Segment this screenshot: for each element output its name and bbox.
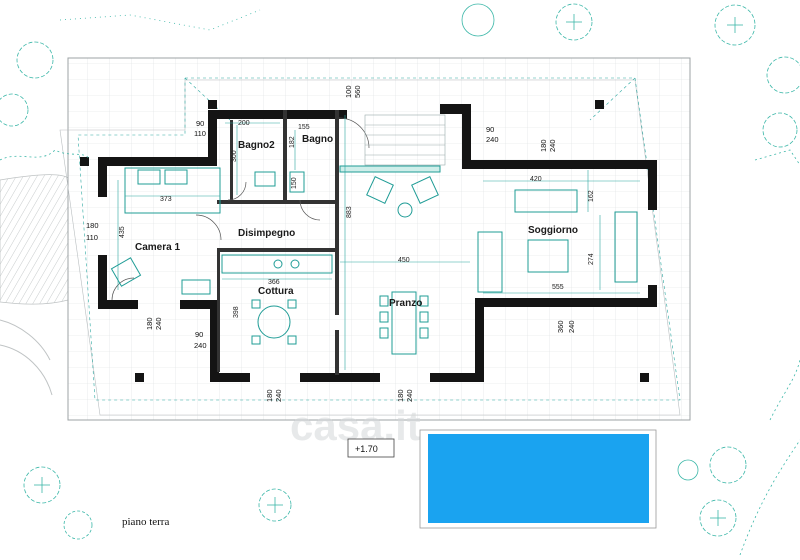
room-labels: Camera 1 Bagno2 Bagno Disimpegno Cottura… [135, 134, 578, 309]
room-label-pranzo: Pranzo [389, 298, 422, 309]
dim-opening-cottura-bottom-b: 240 [274, 389, 283, 402]
dim-opening-bagno2-b: 110 [194, 129, 206, 138]
dim-opening-camera-bottom-b: 240 [154, 317, 163, 330]
dim-opening-stair-a: 90 [486, 125, 494, 134]
dim-cottura-width: 366 [268, 279, 280, 286]
dim-opening-sog-bottom-a: 360 [556, 320, 565, 333]
dim-opening-pranzo-bottom-a: 180 [396, 389, 405, 402]
room-label-bagno2: Bagno2 [238, 140, 275, 151]
dim-opening-camera-a: 180 [86, 221, 99, 230]
dim-opening-bagno2-a: 90 [196, 119, 204, 128]
dim-soggiorno-depth: 274 [588, 253, 595, 265]
dim-pranzo-depth: 883 [346, 206, 353, 218]
dim-opening-top-b: 560 [353, 85, 362, 98]
dim-opening-sog-bottom-b: 240 [567, 320, 576, 333]
dim-soggiorno-alcove: 162 [588, 190, 595, 202]
dim-opening-sog-top-a: 180 [539, 139, 548, 152]
dim-opening-camera-bottom-a: 180 [145, 317, 154, 330]
swimming-pool [419, 429, 657, 529]
interior-walls [217, 110, 339, 375]
room-label-disimpegno: Disimpegno [238, 228, 295, 239]
dim-bagno-width: 155 [298, 124, 310, 131]
dim-bed-width: 373 [160, 196, 172, 203]
dim-opening-top-a: 100 [344, 85, 353, 98]
elevation-marker: +1.70 [347, 438, 395, 458]
dim-bagno2-depth: 300 [231, 150, 238, 162]
dim-cottura-depth: 398 [233, 306, 240, 318]
dim-bagno2-width: 200 [238, 120, 250, 127]
stairs [364, 114, 446, 166]
opening-dimensions: 100 560 90 110 90 240 180 240 180 110 18… [86, 85, 576, 402]
dim-camera-depth: 435 [119, 226, 126, 238]
dim-opening-cottura-side-a: 90 [195, 330, 203, 339]
exterior-walls [98, 104, 657, 382]
garden-slope [0, 174, 69, 396]
dim-opening-stair-b: 240 [486, 135, 499, 144]
doors [111, 117, 370, 301]
terrace [59, 57, 691, 421]
floor-label: piano terra [122, 516, 169, 528]
room-label-bagno: Bagno [302, 134, 333, 145]
pillars [80, 100, 649, 382]
vegetation [0, 3, 800, 556]
furniture [110, 165, 638, 355]
dim-bagno-depth: 182 [289, 136, 296, 148]
dim-closet: 150 [291, 177, 298, 189]
dim-soggiorno-length: 555 [552, 284, 564, 291]
elevation-label: +1.70 [355, 444, 378, 454]
dim-pranzo-width: 450 [398, 257, 410, 264]
dim-opening-pranzo-bottom-b: 240 [405, 389, 414, 402]
dim-opening-cottura-bottom-a: 180 [265, 389, 274, 402]
dim-opening-cottura-side-b: 240 [194, 341, 207, 350]
dimension-lines [117, 115, 640, 370]
roof-outline [77, 77, 681, 401]
room-label-cottura: Cottura [258, 286, 294, 297]
dim-opening-camera-b: 110 [86, 233, 98, 242]
dim-soggiorno-width: 420 [530, 176, 542, 183]
room-label-camera1: Camera 1 [135, 242, 180, 253]
inner-dimensions: 373 435 200 300 155 182 150 366 398 883 … [119, 120, 595, 318]
room-label-soggiorno: Soggiorno [528, 225, 578, 236]
dim-opening-sog-top-b: 240 [548, 139, 557, 152]
